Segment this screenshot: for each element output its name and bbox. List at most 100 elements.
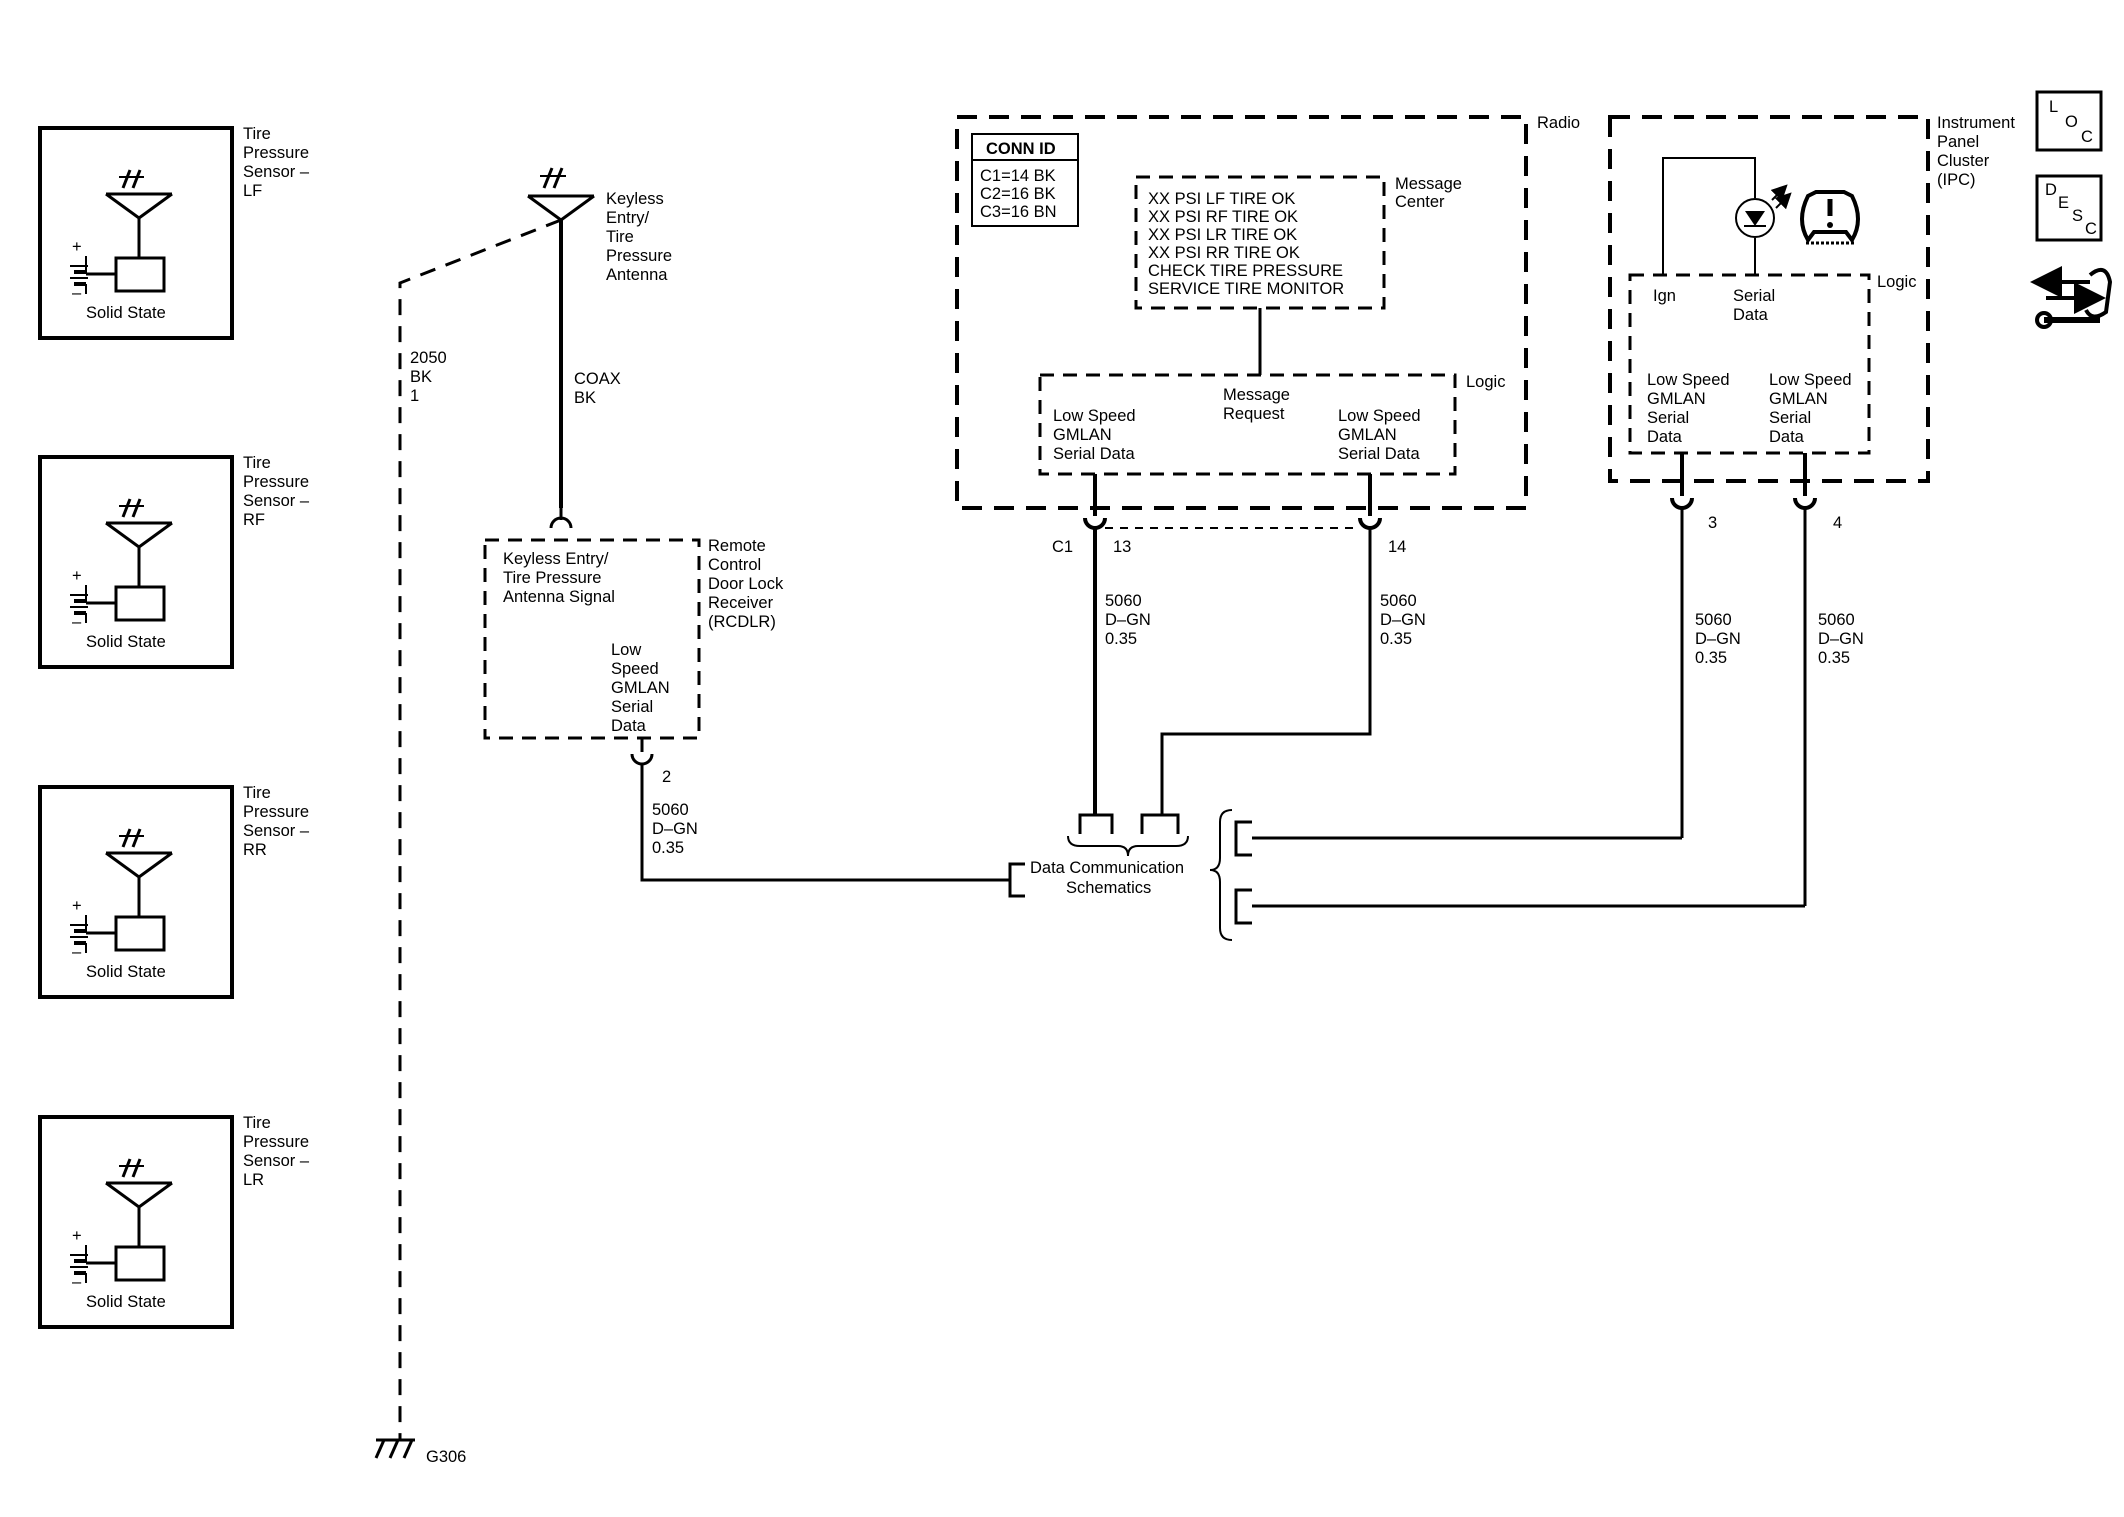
dcs-label-1: Data Communication [1030,859,1184,877]
ground-wire-3: 1 [410,387,419,405]
desc-letter-c: C [2085,220,2097,238]
message-center-label-1: Message [1395,175,1462,193]
rcdlr-data-4: Serial [611,698,653,716]
rcdlr-data-1: Low [611,641,641,659]
rcdlr-wire-1: 5060 [652,801,689,819]
radio-wire-right-3: 0.35 [1380,630,1412,648]
antenna-icon [105,169,173,258]
desc-letter-d: D [2045,181,2057,199]
polarity-minus: – [72,613,82,631]
rcdlr-name-2: Control [708,556,761,574]
battery-icon [70,1245,116,1283]
rcdlr-name-5: (RCDLR) [708,613,776,631]
ipc-pin-4: 4 [1833,514,1842,532]
battery-icon [70,585,116,623]
sensor-state: Solid State [86,633,166,651]
rcdlr-name-4: Receiver [708,594,774,612]
antenna-label-1: Keyless [606,190,664,208]
battery-icon [70,256,116,294]
ipc-data-right-4: Data [1769,428,1805,446]
ipc-pin-3: 3 [1708,514,1717,532]
message-request-1: Message [1223,386,1290,404]
ipc-wire-right-1: 5060 [1818,611,1855,629]
desc-letter-e: E [2058,194,2069,212]
radio-name: Radio [1537,114,1580,132]
polarity-minus: – [72,943,82,961]
sensor-title-line: Pressure [243,803,309,821]
ipc-data-left-2: GMLAN [1647,390,1706,408]
antenna-label-3: Tire [606,228,634,246]
tire-pressure-warning-icon [1800,190,1860,245]
sensor-title-line: Tire [243,125,271,143]
polarity-minus: – [72,1273,82,1291]
sensor-title-line: Pressure [243,144,309,162]
keyless-entry-antenna: Keyless Entry/ Tire Pressure Antenna COA… [374,167,672,1466]
ipc-name-2: Panel [1937,133,1979,151]
ground-label: G306 [426,1448,466,1466]
radio-module: Radio CONN ID C1=14 BK C2=16 BK C3=16 BN… [955,114,1580,815]
antenna-label-5: Antenna [606,266,668,284]
sensor-title-line: Sensor – [243,163,310,181]
diagnostic-tool-icon[interactable] [2030,266,2113,329]
ipc-data-right-1: Low Speed [1769,371,1852,389]
sensor-state: Solid State [86,1293,166,1311]
ipc-data-right-2: GMLAN [1769,390,1828,408]
polarity-plus: + [72,897,82,915]
rcdlr-signal-1: Keyless Entry/ [503,550,609,568]
antenna-icon [105,828,173,917]
sensor-title-line: Tire [243,454,271,472]
ipc-name-3: Cluster [1937,152,1990,170]
ipc-logic-label: Logic [1877,273,1916,291]
sensor-title-line: LR [243,1171,264,1189]
component-locator-icon[interactable]: L O C [2035,90,2103,152]
sensor-title-line: RF [243,511,265,529]
ipc-module: Instrument Panel Cluster (IPC) Logic Ign… [1608,114,2015,906]
coax-label-1: COAX [574,370,621,388]
ipc-serial-label-1: Serial [1733,287,1775,305]
radio-data-left-1: Low Speed [1053,407,1136,425]
radio-wire-left-3: 0.35 [1105,630,1137,648]
message-1: XX PSI LF TIRE OK [1148,190,1295,208]
message-2: XX PSI RF TIRE OK [1148,208,1298,226]
polarity-plus: + [72,238,82,256]
loc-letter-o: O [2065,113,2078,131]
sensor-title-line: Sensor – [243,822,310,840]
connector-id-table: CONN ID C1=14 BK C2=16 BK C3=16 BN [971,133,1079,227]
radio-connector: C1 [1052,538,1073,556]
ipc-serial-label-2: Data [1733,306,1769,324]
description-icon[interactable]: D E S C [2035,174,2103,242]
rcdlr-pin: 2 [662,768,671,786]
sensor-title-line: RR [243,841,267,859]
message-3: XX PSI LR TIRE OK [1148,226,1297,244]
sensor-title-line: LF [243,182,262,200]
message-4: XX PSI RR TIRE OK [1148,244,1300,262]
sensor-title-line: Sensor – [243,1152,310,1170]
ground-wire-1: 2050 [410,349,447,367]
ipc-data-left-3: Serial [1647,409,1689,427]
coax-label-2: BK [574,389,596,407]
ipc-wire-left-1: 5060 [1695,611,1732,629]
ipc-wire-left-2: D–GN [1695,630,1741,648]
message-request-2: Request [1223,405,1285,423]
message-center-label-2: Center [1395,193,1445,211]
antenna-icon [527,167,595,222]
radio-data-left-3: Serial Data [1053,445,1135,463]
antenna-label-4: Pressure [606,247,672,265]
antenna-label-2: Entry/ [606,209,650,227]
ipc-wire-left-3: 0.35 [1695,649,1727,667]
battery-icon [70,915,116,953]
rcdlr-data-2: Speed [611,660,659,678]
rcdlr-signal-3: Antenna Signal [503,588,615,606]
ipc-name-1: Instrument [1937,114,2015,132]
polarity-plus: + [72,567,82,585]
radio-pin-13: 13 [1113,538,1131,556]
rcdlr-module: Remote Control Door Lock Receiver (RCDLR… [483,508,1010,882]
antenna-icon [105,1158,173,1247]
sensor-title-line: Sensor – [243,492,310,510]
